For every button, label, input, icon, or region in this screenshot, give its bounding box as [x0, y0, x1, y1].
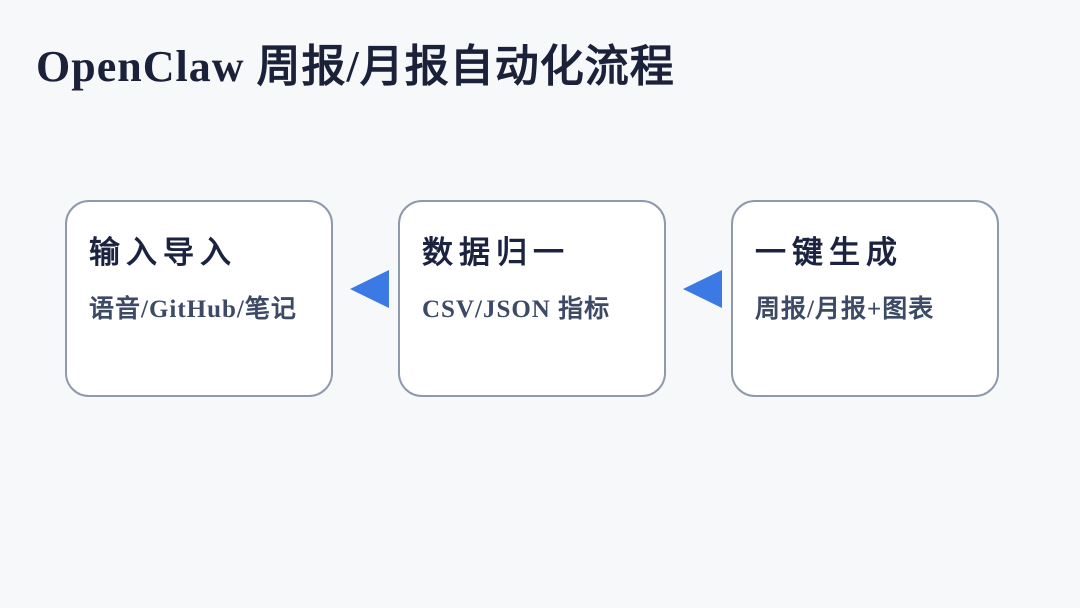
step-title-input-import: 输入导入: [89, 235, 237, 270]
arrow-left-icon: [350, 270, 389, 308]
step-box-one-click-generate: 一键生成 周报/月报+图表: [731, 200, 999, 397]
step-title-one-click-generate: 一键生成: [755, 235, 903, 270]
step-subtitle-data-normalize: CSV/JSON 指标: [422, 296, 611, 324]
page-title: OpenClaw 周报/月报自动化流程: [36, 42, 675, 91]
step-subtitle-input-import: 语音/GitHub/笔记: [89, 296, 297, 324]
step-box-data-normalize: 数据归一 CSV/JSON 指标: [398, 200, 666, 397]
arrow-left-icon: [683, 270, 722, 308]
step-title-data-normalize: 数据归一: [422, 235, 570, 270]
step-subtitle-one-click-generate: 周报/月报+图表: [755, 296, 935, 324]
step-box-input-import: 输入导入 语音/GitHub/笔记: [65, 200, 333, 397]
